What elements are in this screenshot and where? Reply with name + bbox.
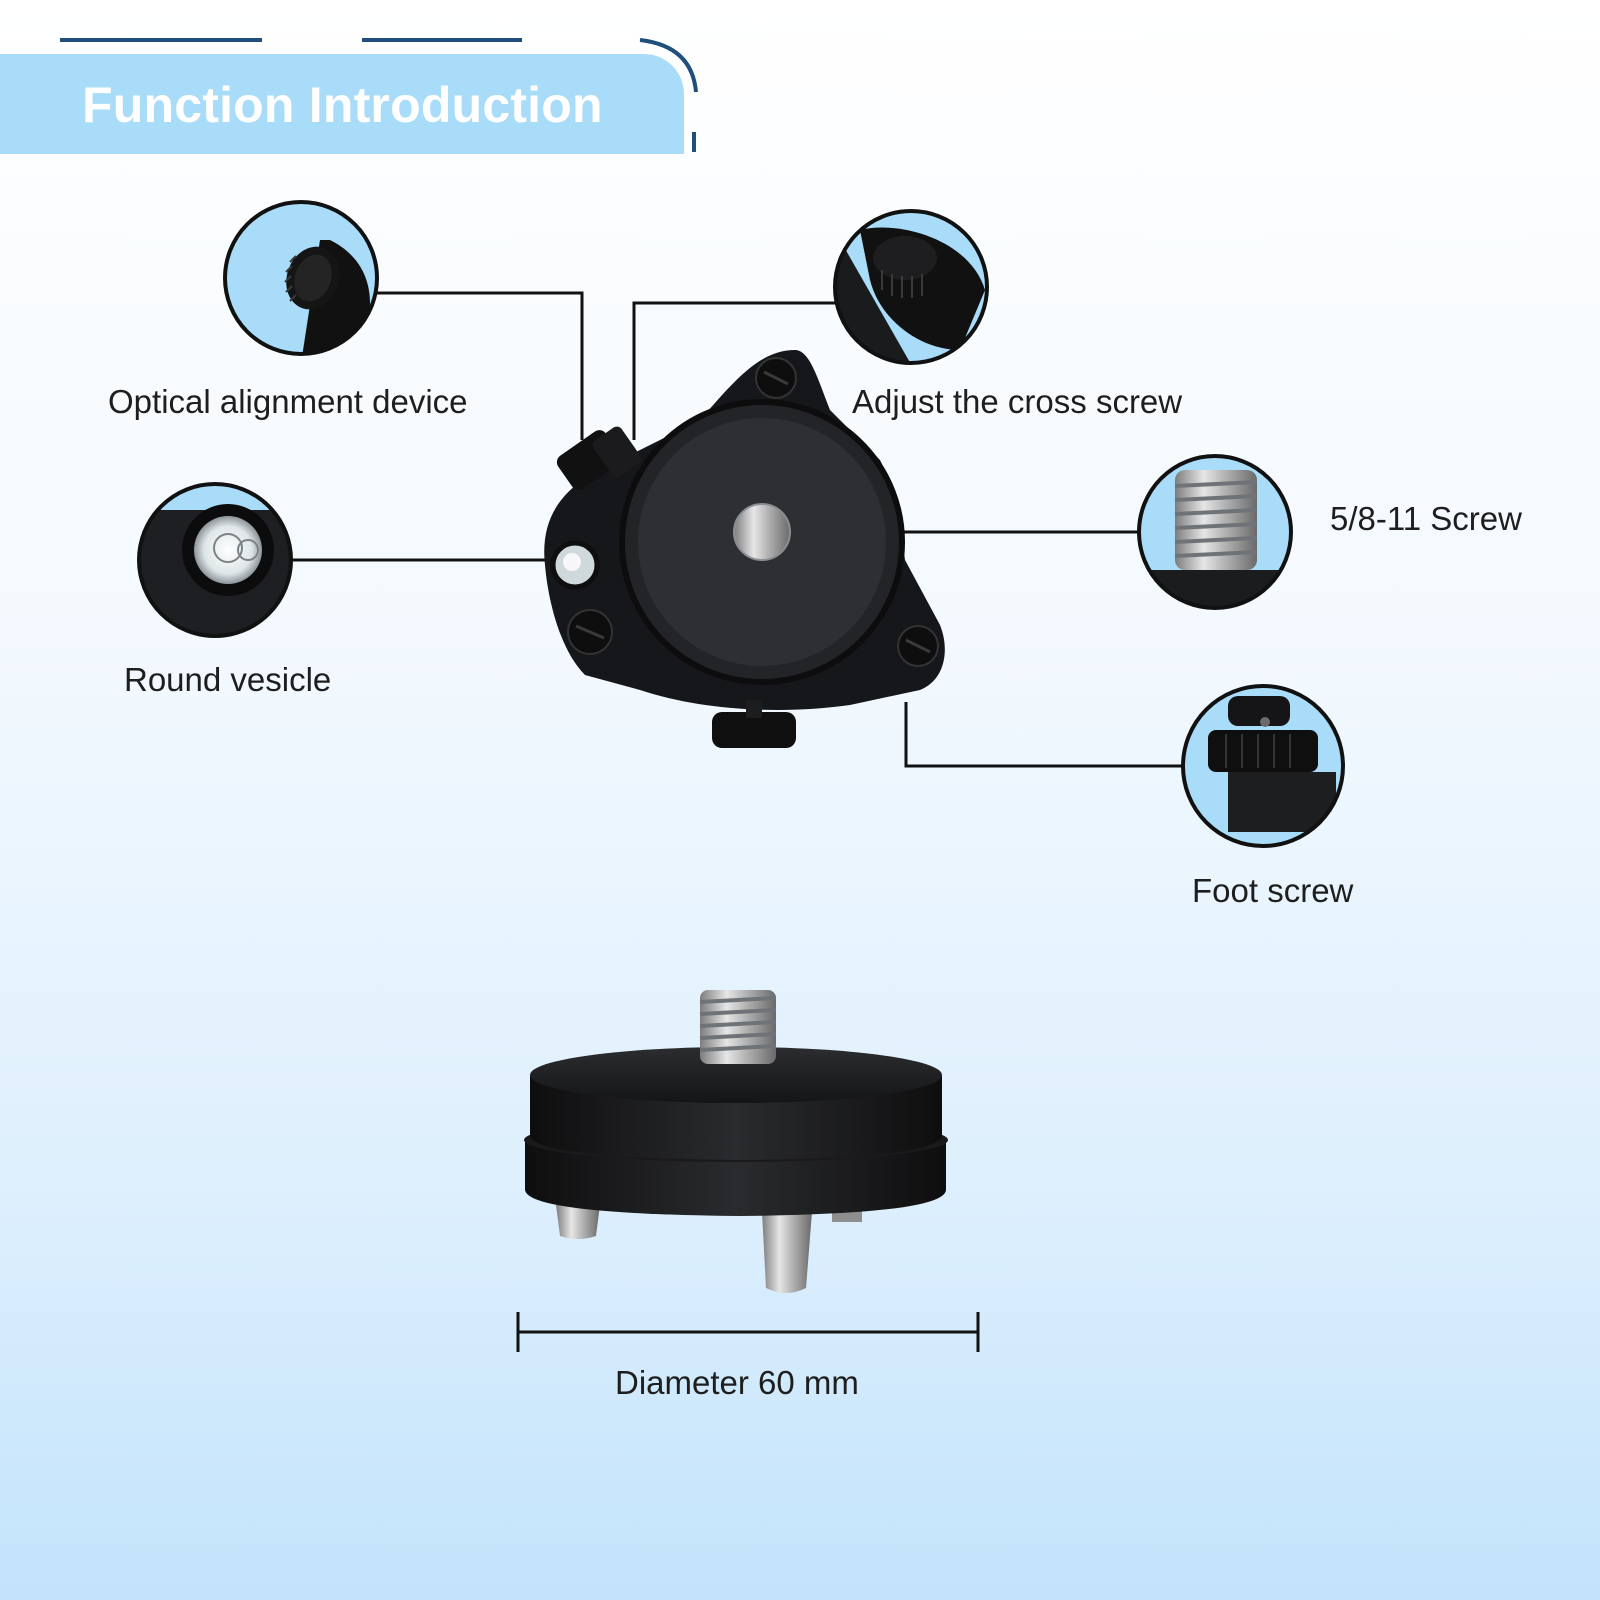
dimension-label: Diameter 60 mm [615, 1364, 859, 1401]
label-foot-screw: Foot screw [1192, 872, 1354, 909]
leader-cross [632, 301, 835, 440]
label-round-vesicle: Round vesicle [124, 661, 332, 698]
tribrach-image [544, 350, 945, 748]
leader-foot [904, 702, 1183, 768]
page-title: Function Introduction [82, 77, 603, 133]
zoom-foot-screw [1181, 684, 1345, 848]
label-optical-alignment: Optical alignment device [108, 383, 468, 420]
label-screw-58-11: 5/8-11 Screw [1330, 500, 1522, 537]
label-cross-screw: Adjust the cross screw [852, 383, 1183, 420]
dimension-line [516, 1312, 980, 1352]
zoom-cross-screw [833, 209, 989, 365]
banner-accent [60, 38, 698, 152]
zoom-screw-58-11 [1137, 454, 1293, 610]
base-plate-image [524, 990, 948, 1293]
leader-optical [376, 291, 584, 440]
title-banner [0, 54, 684, 154]
zoom-optical-alignment [223, 200, 379, 356]
zoom-round-vesicle [137, 482, 293, 638]
